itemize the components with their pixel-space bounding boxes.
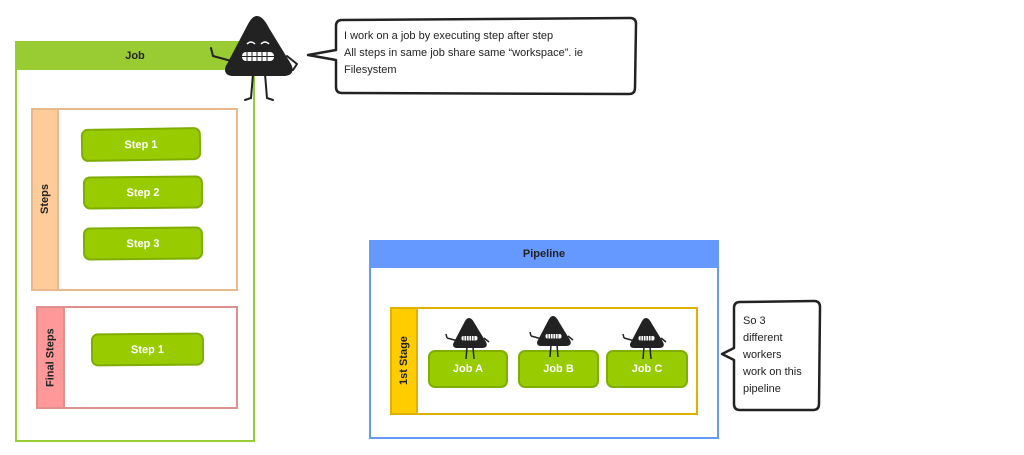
job-title: Job (15, 41, 255, 70)
step-2: Step 2 (82, 175, 204, 210)
worker-a-icon (445, 318, 490, 360)
speech-right-line-2: different (743, 332, 783, 344)
speech-right-line-4: work on this (743, 366, 802, 378)
speech-top-line-2: All steps in same job share same “worksp… (344, 47, 584, 59)
speech-top-line-1: I work on a job by executing step after … (344, 30, 554, 42)
stage-lane-label: 1st Stage (390, 307, 418, 415)
speech-bubble-right-text: So 3 different workers work on this pipe… (743, 313, 819, 398)
job-a: Job A (428, 350, 508, 388)
worker-b-icon (529, 316, 574, 358)
step-1: Step 1 (80, 126, 202, 163)
speech-top-line-3: Filesystem (344, 64, 397, 76)
job-c: Job C (606, 350, 688, 388)
final-step-1: Step 1 (90, 332, 205, 367)
steps-lane-label: Steps (31, 108, 59, 291)
final-steps-lane-label: Final Steps (36, 306, 65, 409)
worker-c-icon (622, 318, 667, 360)
speech-bubble-right-shape (720, 299, 822, 412)
step-3: Step 3 (82, 226, 204, 261)
speech-right-line-5: pipeline (743, 383, 781, 395)
speech-right-line-3: workers (743, 349, 782, 361)
speech-right-line-1: So 3 (743, 315, 766, 327)
speech-bubble-top-text: I work on a job by executing step after … (344, 28, 634, 79)
speech-bubble-top-shape (306, 16, 638, 96)
pipeline-title: Pipeline (369, 240, 719, 268)
worker-mascot-icon (210, 16, 298, 101)
